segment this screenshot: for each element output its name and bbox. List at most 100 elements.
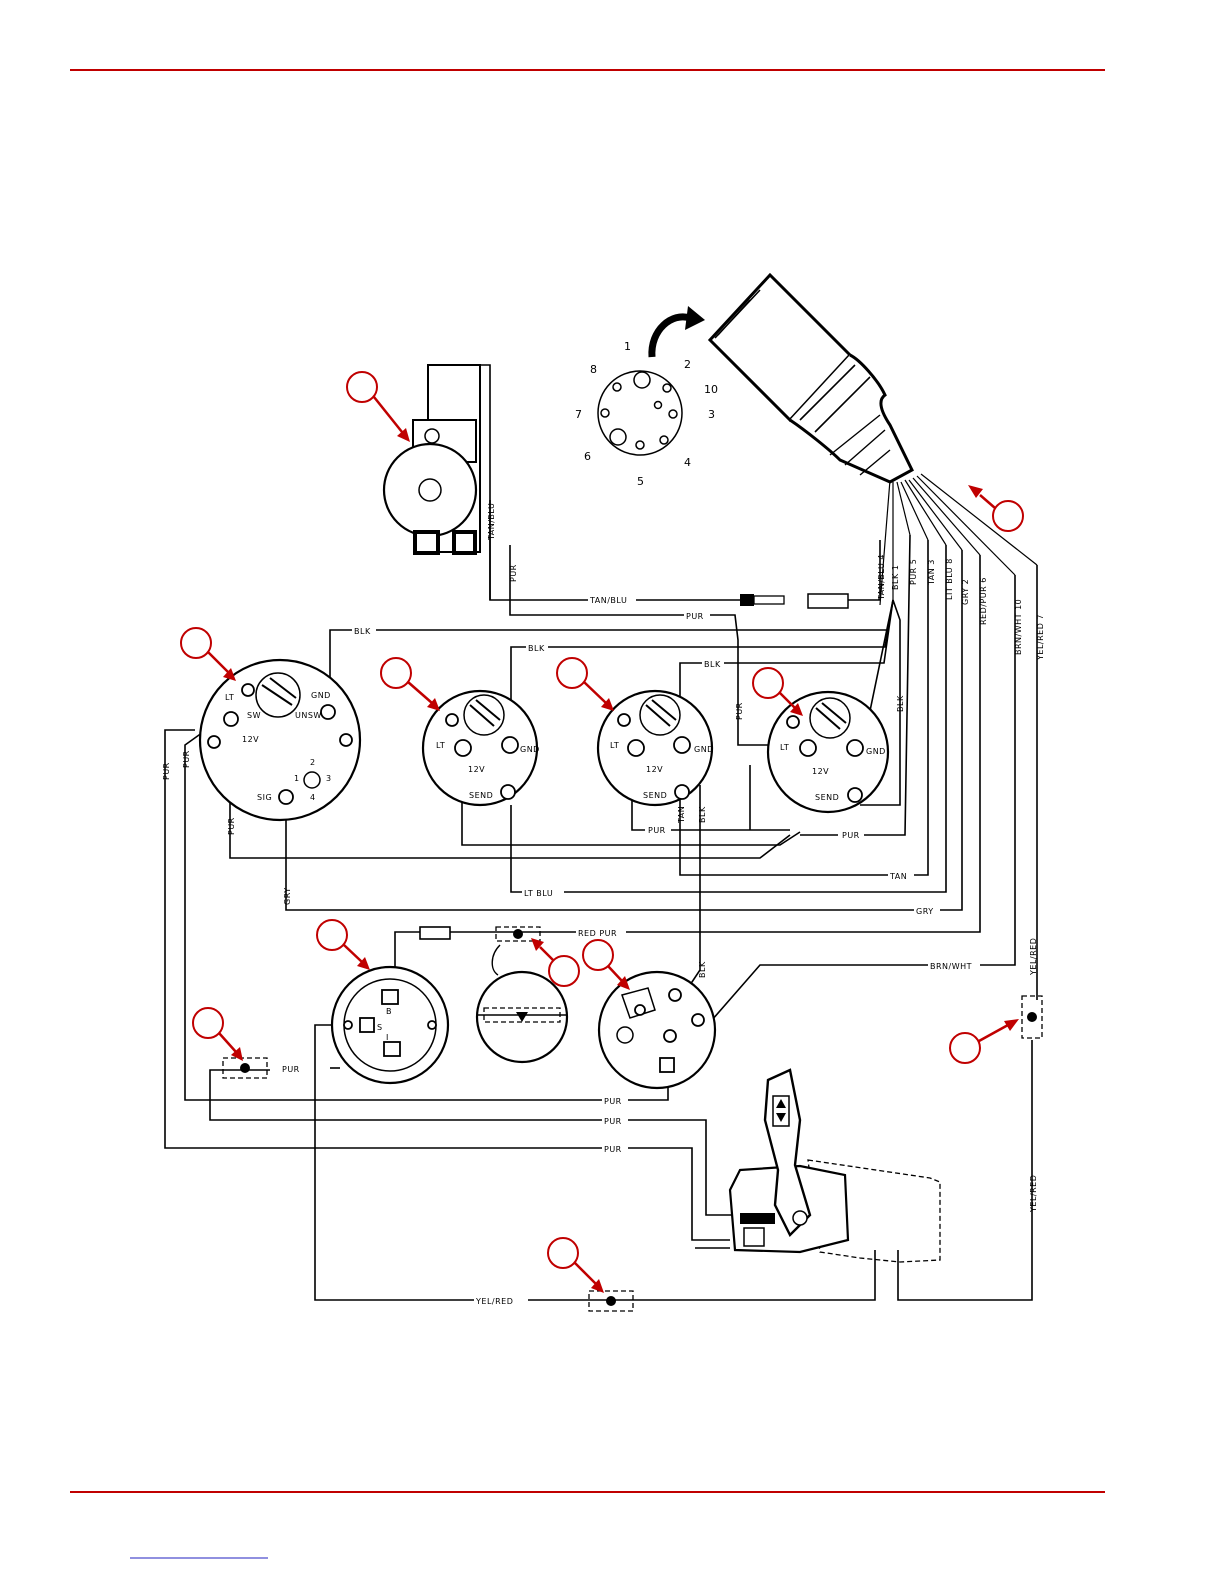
label-blk-2: BLK <box>528 644 545 653</box>
label-pur-row2: PUR <box>604 1117 622 1126</box>
gauge3-gnd-label: GND <box>694 745 714 754</box>
gauge-4: LT GND 12V SEND <box>766 690 890 814</box>
label-tan-v: TAN <box>677 806 686 824</box>
label-brn-wht: BRN/WHT <box>930 962 972 971</box>
tach-pin-4: 4 <box>310 793 316 802</box>
callout-gauge2 <box>380 657 440 711</box>
callout-yel-red-bottom <box>547 1237 604 1293</box>
callout-pur-connector <box>192 1007 243 1061</box>
gauge3-12v-label: 12V <box>646 765 663 774</box>
ignition-switch: B S I <box>330 965 450 1085</box>
label-blk-v: BLK <box>698 806 707 823</box>
yel-red-connector-bottom <box>588 1290 634 1312</box>
tach-pin-3: 3 <box>326 774 332 783</box>
switch-s-label: S <box>377 1023 383 1032</box>
label-tan: TAN <box>889 872 907 881</box>
wire-labels: TAN/BLU 4 BLK 1 PUR 5 TAN 3 LIT BLU 8 GR… <box>162 503 1045 1306</box>
label-pur-left-v1: PUR <box>162 762 171 780</box>
label-yel-red-v1: YEL/RED <box>1029 938 1038 976</box>
rotate-arrow-icon <box>648 313 692 358</box>
gauge3-send-label: SEND <box>643 791 667 800</box>
pur-connector-left <box>222 1057 268 1079</box>
tach-pin-1: 1 <box>294 774 300 783</box>
label-blk-1: BLK <box>354 627 371 636</box>
harness-plug-face: 1 2 10 3 4 5 6 7 8 <box>575 306 718 488</box>
plug-pin-1: 1 <box>624 340 631 353</box>
tach-sw-label: SW <box>247 711 261 720</box>
harness-label-yel-red-7: YEL/RED 7 <box>1036 614 1045 661</box>
gauge4-lt-label: LT <box>780 743 789 752</box>
tach-12v-label: 12V <box>242 735 259 744</box>
label-pur-sender-v: PUR <box>509 564 518 582</box>
callout-accessory-switch <box>582 939 630 990</box>
label-red-pur: RED PUR <box>578 929 617 938</box>
label-pur-gauge3: PUR <box>648 826 666 835</box>
harness-label-pur-5: PUR 5 <box>909 559 918 585</box>
gauge2-12v-label: 12V <box>468 765 485 774</box>
label-blk-lower-v: BLK <box>698 961 707 978</box>
remote-control <box>728 1068 941 1263</box>
label-yel-red-bottom: YEL/RED <box>475 1297 513 1306</box>
harness-label-lit-blu-8: LIT BLU 8 <box>945 558 954 600</box>
gauge2-send-label: SEND <box>469 791 493 800</box>
callout-ignition <box>316 919 370 970</box>
label-pur-main: PUR <box>842 831 860 840</box>
label-yel-red-v2: YEL/RED <box>1029 1175 1038 1213</box>
gauge-2: LT GND 12V SEND <box>421 689 540 807</box>
label-gry: GRY <box>916 907 934 916</box>
switch-b-label: B <box>386 1007 392 1016</box>
harness-label-tan-blu-4: TAN/BLU 4 <box>877 554 886 601</box>
tach-gnd-label: GND <box>311 691 331 700</box>
tan-blu-bullet-connector <box>740 593 849 609</box>
tach-lt-label: LT <box>225 693 234 702</box>
red-pur-connector <box>419 926 541 942</box>
label-blk-3: BLK <box>704 660 721 669</box>
gauge4-send-label: SEND <box>815 793 839 802</box>
plug-pin-6: 6 <box>584 450 591 463</box>
harness-label-blk-1: BLK 1 <box>891 565 900 590</box>
gauge3-lt-label: LT <box>610 741 619 750</box>
sender-unit <box>382 364 481 555</box>
label-pur-row3: PUR <box>604 1145 622 1154</box>
label-pur-row1: PUR <box>604 1097 622 1106</box>
harness-plug <box>707 272 914 484</box>
label-pur-top: PUR <box>686 612 704 621</box>
gauge2-gnd-label: GND <box>520 745 540 754</box>
label-gry-v: GRY <box>283 887 292 905</box>
callouts <box>180 371 1024 1293</box>
callout-sender <box>346 371 410 442</box>
switch-i-label: I <box>386 1033 389 1042</box>
label-pur-left-conn: PUR <box>282 1065 300 1074</box>
plug-pin-8: 8 <box>590 363 597 376</box>
yel-red-connector-right <box>1021 995 1043 1039</box>
harness-label-brn-wht-10: BRN/WHT 10 <box>1014 599 1023 655</box>
label-lt-blu: LT BLU <box>524 889 553 898</box>
callout-harness <box>968 485 1024 532</box>
label-pur-tach-v: PUR <box>227 817 236 835</box>
plug-pin-4: 4 <box>684 456 691 469</box>
plug-pin-10: 10 <box>704 383 718 396</box>
tach-unsw-label: UNSW <box>295 711 322 720</box>
plug-pin-3: 3 <box>708 408 715 421</box>
callout-tach <box>180 627 236 681</box>
label-tan-blu-v: TAN/BLU <box>487 503 496 541</box>
harness-label-gry-2: GRY 2 <box>961 579 970 605</box>
gauge2-lt-label: LT <box>436 741 445 750</box>
gauge4-gnd-label: GND <box>866 747 886 756</box>
tachometer-gauge: LT SW GND UNSW 12V SIG 1 2 3 4 <box>198 658 362 822</box>
tach-pin-2: 2 <box>310 758 316 767</box>
plug-pin-7: 7 <box>575 408 582 421</box>
plug-pin-2: 2 <box>684 358 691 371</box>
tach-sig-label: SIG <box>257 793 272 802</box>
label-pur-left-v2: PUR <box>182 750 191 768</box>
harness-label-tan-3: TAN 3 <box>927 559 936 586</box>
callout-yel-red-right <box>949 1019 1019 1064</box>
callout-gauge4 <box>752 667 803 716</box>
connector-inset <box>475 944 569 1064</box>
label-blk-gauge4-v: BLK <box>896 695 905 712</box>
callout-red-pur-connector <box>531 938 580 987</box>
wires <box>164 364 1038 1301</box>
plug-pin-5: 5 <box>637 475 644 488</box>
